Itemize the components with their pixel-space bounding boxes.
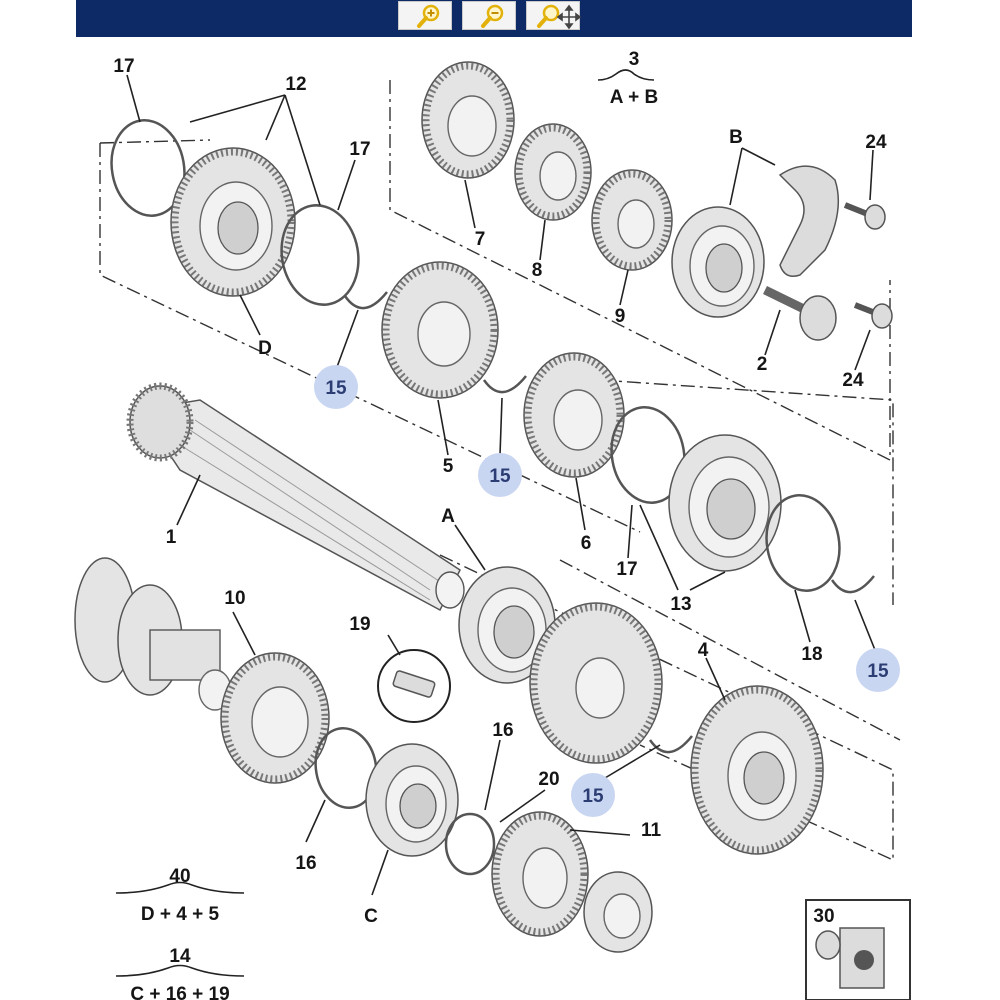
- key-detail: [377, 649, 451, 723]
- part-label[interactable]: 4: [698, 640, 709, 661]
- assembly-frame-13: [559, 379, 901, 741]
- part-label[interactable]: A: [441, 506, 455, 527]
- bearing-a: [458, 566, 556, 684]
- callout-highlight: [856, 648, 900, 692]
- group-formula: A + B: [610, 87, 658, 108]
- part-label[interactable]: 17: [616, 559, 637, 580]
- group-label[interactable]: 3: [629, 49, 640, 70]
- part-label[interactable]: 17: [349, 139, 370, 160]
- part-label[interactable]: 19: [349, 614, 370, 635]
- part-label[interactable]: 24: [842, 370, 864, 391]
- gear-11: [491, 811, 589, 937]
- circlip-ring: [314, 727, 378, 809]
- gear-7: [421, 61, 515, 179]
- part-label[interactable]: 17: [113, 56, 134, 77]
- brace: [597, 69, 655, 81]
- part-label[interactable]: 9: [615, 306, 626, 327]
- zoom-out-button[interactable]: [462, 1, 516, 30]
- group-formula: C + 16 + 19: [130, 984, 229, 1000]
- circlip-ring: [610, 406, 686, 504]
- group-label[interactable]: 14: [169, 946, 191, 967]
- part-label[interactable]: D: [258, 338, 272, 359]
- toolbar: [76, 0, 912, 37]
- part-label-highlighted[interactable]: 15: [867, 661, 889, 682]
- part-label[interactable]: 16: [492, 720, 513, 741]
- main-shaft: [126, 382, 465, 612]
- part-label[interactable]: 10: [224, 588, 245, 609]
- part-label[interactable]: 8: [532, 260, 543, 281]
- gear-8: [514, 123, 592, 221]
- part-label[interactable]: 24: [865, 132, 887, 153]
- callout-highlight: [478, 453, 522, 497]
- part-label[interactable]: 13: [670, 594, 691, 615]
- part-label[interactable]: 7: [475, 229, 486, 250]
- bearing-b: [671, 206, 765, 318]
- retaining-bracket: [778, 165, 840, 277]
- part-label-highlighted[interactable]: 15: [582, 786, 604, 807]
- zoom-pan-button[interactable]: [526, 1, 581, 30]
- part-label[interactable]: 6: [581, 533, 592, 554]
- ring-gear: [529, 602, 663, 764]
- circlip-ring: [444, 812, 496, 876]
- part-label-highlighted[interactable]: 15: [489, 466, 511, 487]
- half-washer: [482, 375, 527, 394]
- assembly-frame-ab: [389, 80, 891, 462]
- part-label-highlighted[interactable]: 15: [325, 378, 347, 399]
- part-label[interactable]: B: [729, 127, 743, 148]
- synchronizer-c: [365, 743, 459, 857]
- callout-highlight: [571, 773, 615, 817]
- circlip-ring: [765, 494, 841, 592]
- brace: [115, 881, 245, 894]
- gear-d: [170, 147, 296, 297]
- part-label[interactable]: 16: [295, 853, 316, 874]
- zoom-pan-icon: [537, 4, 581, 30]
- half-washer: [343, 291, 388, 310]
- zoom-in-button[interactable]: [398, 1, 452, 30]
- part-label[interactable]: 18: [801, 644, 822, 665]
- assembly-frame-d: [99, 139, 641, 533]
- group-formula: D + 4 + 5: [141, 904, 220, 925]
- half-washer: [830, 575, 875, 594]
- bolt: [843, 202, 886, 230]
- item-30-box: [805, 899, 911, 1000]
- gear-4: [690, 685, 824, 855]
- group-label[interactable]: 40: [169, 866, 190, 887]
- half-washer: [648, 735, 693, 754]
- gear-6: [523, 352, 625, 478]
- zoom-in-icon: [417, 4, 440, 28]
- gear-9: [591, 169, 673, 271]
- part-label[interactable]: 2: [757, 354, 768, 375]
- part-label[interactable]: 20: [538, 769, 559, 790]
- part-label[interactable]: C: [364, 906, 378, 927]
- part-label[interactable]: 11: [641, 820, 662, 841]
- gear-5: [381, 261, 499, 399]
- gear-cluster: [74, 557, 232, 711]
- part-label[interactable]: 5: [443, 456, 454, 477]
- leader-lines: [126, 74, 876, 896]
- part-label[interactable]: 1: [166, 527, 177, 548]
- circlip-ring: [280, 204, 360, 306]
- zoom-out-icon: [481, 4, 504, 28]
- part-label[interactable]: 30: [813, 906, 834, 927]
- part-label[interactable]: 12: [285, 74, 306, 95]
- synchronizer-13: [668, 434, 782, 572]
- gear-10: [220, 652, 330, 784]
- bearing-cup: [583, 871, 653, 953]
- bolt: [853, 302, 893, 329]
- callout-highlight: [314, 365, 358, 409]
- screw: [763, 285, 837, 341]
- brace: [115, 964, 245, 977]
